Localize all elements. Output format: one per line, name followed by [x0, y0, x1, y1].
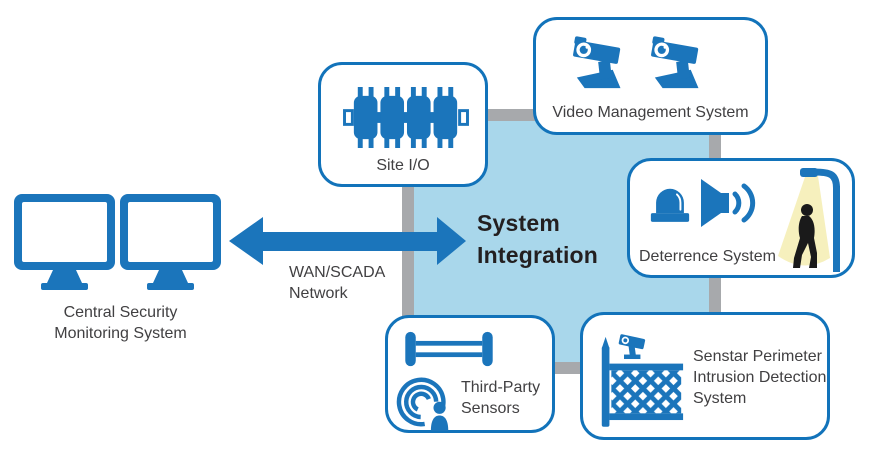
central-security-label: Central Security Monitoring System	[54, 304, 187, 342]
dual-monitor-icon	[14, 194, 221, 290]
person-silhouette	[793, 204, 817, 268]
siren-icon	[650, 188, 690, 222]
node-video-management-label: Video Management System	[552, 104, 749, 121]
node-video-management: Video Management System	[533, 17, 768, 135]
node-deterrence-label: Deterrence System	[639, 248, 776, 265]
node-site-io: Site I/O	[318, 62, 488, 187]
node-third-party: Third-Party Sensors	[385, 315, 555, 433]
person-detected-glyph	[430, 401, 449, 431]
fence-camera-icon	[601, 334, 684, 427]
bidirectional-arrow-icon	[229, 217, 466, 265]
node-third-party-label: Third-Party Sensors	[461, 379, 541, 417]
cctv-camera-icon	[573, 36, 621, 89]
node-site-io-label: Site I/O	[376, 157, 430, 174]
beam-barrier-icon	[405, 331, 493, 367]
security-light-icon	[778, 168, 840, 272]
hub-title-line2: Integration	[477, 242, 599, 268]
node-senstar-pids-label: Senstar Perimeter Intrusion Detection Sy…	[693, 348, 827, 407]
network-link-label: WAN/SCADA Network	[289, 264, 386, 302]
node-deterrence: Deterrence System	[627, 158, 855, 278]
io-modules-icon	[343, 87, 469, 148]
radar-detection-icon	[396, 377, 449, 431]
hub-title: System Integration	[477, 207, 598, 271]
hub-title-line1: System	[477, 210, 561, 236]
node-senstar-pids: Senstar Perimeter Intrusion Detection Sy…	[580, 312, 830, 440]
speaker-icon	[701, 179, 756, 227]
cctv-camera-icon	[651, 36, 699, 89]
